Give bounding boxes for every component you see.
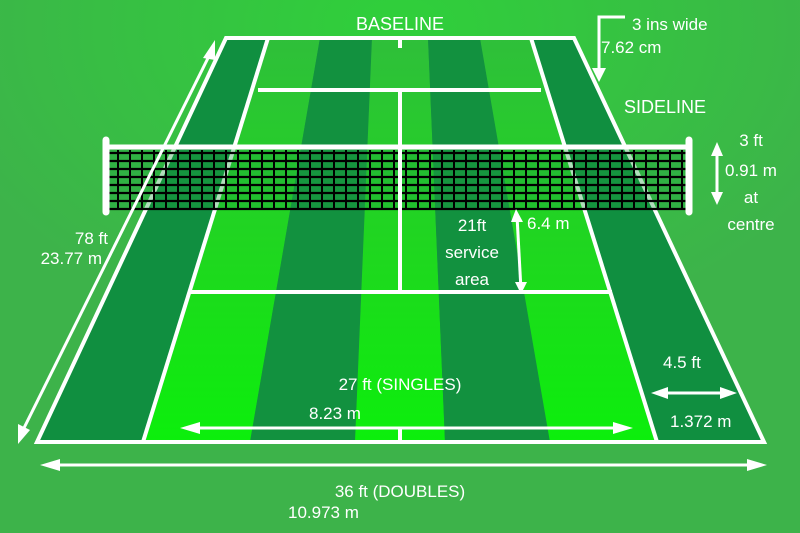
net-height-centre-label: centre xyxy=(727,215,775,234)
length-ft-label: 78 ft xyxy=(74,229,108,248)
alley-ft-label: 4.5 ft xyxy=(663,353,701,372)
baseline-label: BASELINE xyxy=(355,14,445,34)
net-height-m-label: 0.91 m xyxy=(725,161,777,180)
court-lines xyxy=(33,36,768,444)
doubles-ft-label: 36 ft (DOUBLES) xyxy=(334,482,466,501)
sideline-label: SIDELINE xyxy=(624,97,707,117)
dimension-arrows xyxy=(18,15,767,471)
service-word-label: service xyxy=(445,243,499,262)
length-m-label: 23.77 m xyxy=(40,249,102,268)
singles-m-label: 8.23 m xyxy=(309,404,361,423)
net-height-at-label: at xyxy=(743,188,759,207)
net xyxy=(102,136,693,216)
doubles-m-label: 10.973 m xyxy=(288,503,359,522)
alley-m-label: 1.372 m xyxy=(670,412,732,431)
net-height-ft-label: 3 ft xyxy=(739,131,763,150)
line-width-cm-label: 7.62 cm xyxy=(601,38,662,57)
service-m-label: 6.4 m xyxy=(527,214,570,233)
singles-ft-label: 27 ft (SINGLES) xyxy=(338,375,462,394)
service-ft-label: 21ft xyxy=(457,216,487,235)
line-width-ins-label: 3 ins wide xyxy=(632,15,708,34)
service-area-label: area xyxy=(454,270,490,289)
